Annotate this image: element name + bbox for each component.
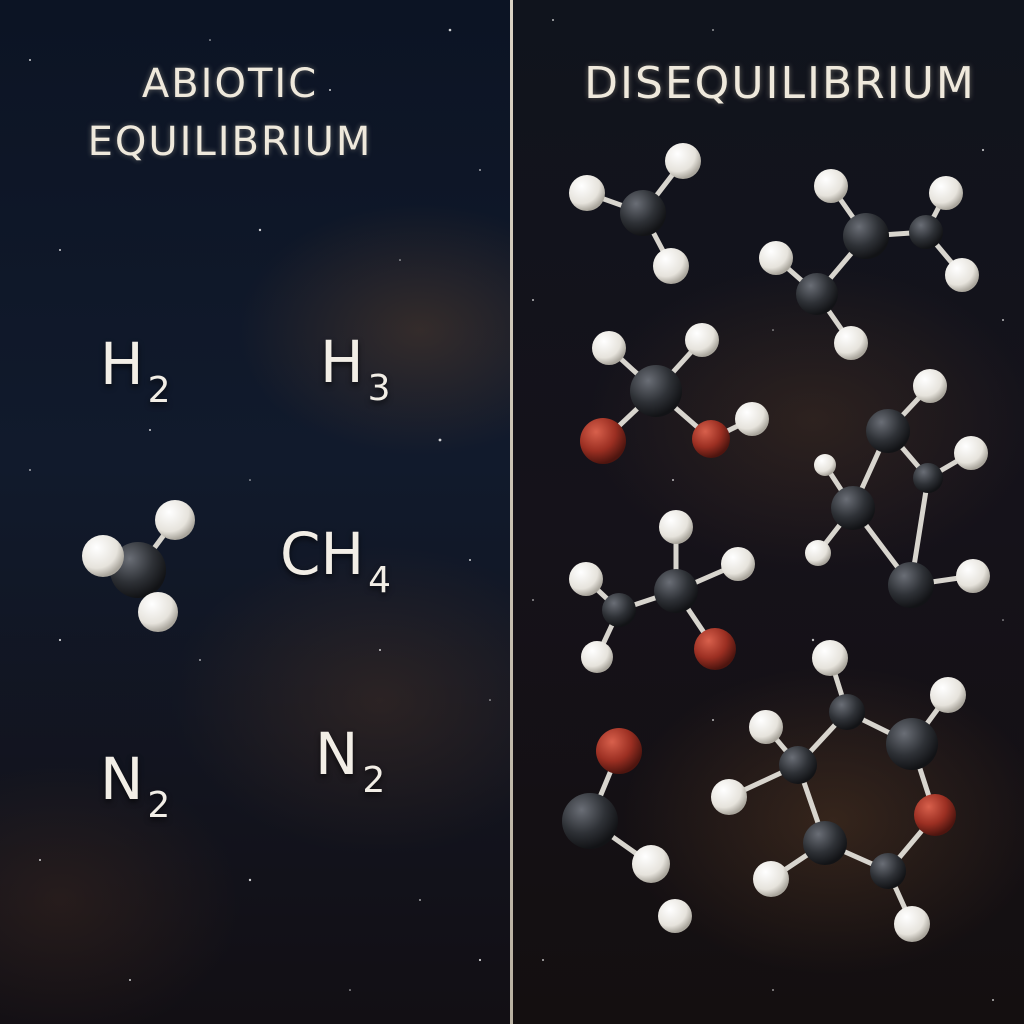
abiotic-title-line2: EQUILIBRIUM [87, 119, 373, 165]
oxygen-atom [914, 794, 956, 836]
carbon-atom [913, 463, 943, 493]
formula-subscript: 2 [147, 370, 171, 411]
complex-molecules [562, 143, 990, 942]
hydrogen-atom [592, 331, 626, 365]
formula-element: N [100, 745, 144, 813]
left-molecule [82, 500, 195, 632]
hydrogen-atom [945, 258, 979, 292]
hydrogen-atom [569, 562, 603, 596]
formula-element: N [315, 720, 359, 788]
carbon-atom [909, 215, 943, 249]
oxygen-atom [580, 418, 626, 464]
carbon-atom [843, 213, 889, 259]
formula-element: H [100, 330, 144, 398]
hydrogen-atom [735, 402, 769, 436]
formula-subscript: 2 [147, 785, 171, 826]
hydrogen-atom [805, 540, 831, 566]
hydrogen-atom [632, 845, 670, 883]
hydrogen-atom [812, 640, 848, 676]
panel-divider [510, 0, 513, 1024]
oxygen-atom [694, 628, 736, 670]
hydrogen-atom [759, 241, 793, 275]
hydrogen-atom [658, 899, 692, 933]
carbon-atom [654, 569, 698, 613]
hydrogen-atom [956, 559, 990, 593]
hydrogen-atom [155, 500, 195, 540]
carbon-atom [602, 593, 636, 627]
disequilibrium-panel: DISEQUILIBRIUM [513, 0, 1024, 1024]
hydrogen-atom [685, 323, 719, 357]
carbon-atom [866, 409, 910, 453]
hydrogen-atom [138, 592, 178, 632]
hydrogen-atom [721, 547, 755, 581]
formula-subscript: 2 [362, 760, 386, 801]
hydrogen-atom [665, 143, 701, 179]
hydrogen-atom [954, 436, 988, 470]
formula-subscript: 4 [368, 560, 392, 601]
hydrogen-atom [834, 326, 868, 360]
hydrogen-atom [814, 169, 848, 203]
abiotic-title-line1: ABIOTIC [141, 61, 319, 107]
hydrogen-atom [929, 176, 963, 210]
hydrogen-atom [753, 861, 789, 897]
hydrogen-atom [653, 248, 689, 284]
formula-element: H [320, 328, 364, 396]
hydrogen-atom [749, 710, 783, 744]
oxygen-atom [596, 728, 642, 774]
carbon-atom [803, 821, 847, 865]
hydrogen-atom [659, 510, 693, 544]
abiotic-title: ABIOTIC EQUILIBRIUM [40, 55, 420, 171]
disequilibrium-title: DISEQUILIBRIUM [584, 58, 976, 109]
carbon-atom [620, 190, 666, 236]
carbon-atom [870, 853, 906, 889]
hydrogen-atom [814, 454, 836, 476]
carbon-atom [562, 793, 618, 849]
hydrogen-atom [711, 779, 747, 815]
carbon-atom [779, 746, 817, 784]
formula-subscript: 3 [367, 368, 391, 409]
formula-element: CH [280, 520, 365, 588]
hydrogen-atom [930, 677, 966, 713]
carbon-atom [888, 562, 934, 608]
hydrogen-atom [581, 641, 613, 673]
hydrogen-atom [569, 175, 605, 211]
hydrogen-atom [913, 369, 947, 403]
oxygen-atom [692, 420, 730, 458]
hydrogen-atom [894, 906, 930, 942]
carbon-atom [630, 365, 682, 417]
carbon-atom [796, 273, 838, 315]
hydrogen-atom [82, 535, 124, 577]
carbon-atom [886, 718, 938, 770]
carbon-atom [829, 694, 865, 730]
carbon-atom [831, 486, 875, 530]
